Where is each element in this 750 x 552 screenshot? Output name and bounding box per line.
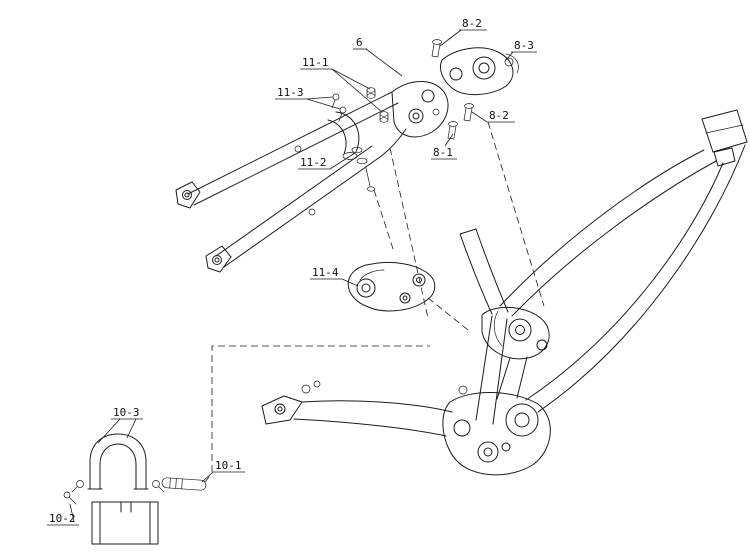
part-label-10-2: 10-2 (49, 512, 76, 525)
leader-11-3 (306, 96, 341, 110)
leader-8-2-top (439, 29, 462, 47)
seatstay-upper (187, 91, 393, 195)
seatstay-bridge-assembly (63, 433, 207, 545)
swingarm-assembly (175, 81, 449, 273)
leader-11-4 (341, 278, 359, 287)
leader-10-3 (97, 418, 137, 444)
dropout-lower (205, 245, 232, 273)
axle-pin-10-1 (161, 477, 207, 491)
box-part (91, 501, 159, 545)
part-label-8-1: 8-1 (433, 146, 453, 159)
washers-11-1 (366, 87, 389, 123)
bridge-arch (89, 433, 147, 490)
part-label-8-2-mid: 8-2 (489, 109, 509, 122)
part-label-11-1: 11-1 (302, 56, 329, 69)
leader-6 (365, 48, 403, 77)
part-label-11-3: 11-3 (277, 86, 304, 99)
head-tube (701, 109, 748, 153)
seat-tube (459, 233, 493, 315)
chainstay-dropout (261, 395, 303, 425)
upper-link-plate (439, 47, 514, 95)
seatstay-lower (215, 145, 373, 257)
bridge-side-bolts (71, 480, 165, 493)
leader-8-2-mid (471, 111, 488, 123)
bolt-8-2-mid (463, 103, 474, 122)
rocker-mount (481, 306, 550, 360)
main-frame (261, 109, 748, 476)
leader-10-1 (201, 471, 214, 483)
motor-housing (442, 392, 551, 476)
part-label-8-2-top: 8-2 (462, 17, 482, 30)
part-label-8-3: 8-3 (514, 39, 534, 52)
dropout-upper (175, 181, 201, 209)
leader-11-1 (331, 68, 383, 113)
part-label-11-4: 11-4 (312, 266, 339, 279)
assembly-guide-lines (204, 121, 545, 483)
part-label-6: 6 (356, 36, 363, 49)
washer-stack-11-2 (351, 146, 375, 192)
leader-8-1 (444, 133, 454, 147)
leader-11-2 (329, 152, 356, 170)
top-tube (499, 149, 705, 307)
part-label-10-1: 10-1 (215, 459, 242, 472)
upper-link-assembly (431, 39, 519, 140)
chainstay (301, 400, 453, 413)
down-tube (537, 144, 746, 413)
rocker-link-part (347, 261, 436, 312)
pivot-yoke (391, 81, 449, 138)
bolt-10-2 (63, 491, 77, 505)
leader-10-2 (69, 503, 75, 523)
part-label-10-3: 10-3 (113, 406, 140, 419)
part-labels: 8-2 8-3 6 11-1 11-3 8-2 11-2 8-1 11-4 10… (47, 17, 537, 526)
leader-8-3 (504, 51, 514, 62)
bolt-8-2-top (431, 39, 442, 58)
part-label-11-2: 11-2 (300, 156, 327, 169)
bolt-8-1 (447, 121, 458, 140)
